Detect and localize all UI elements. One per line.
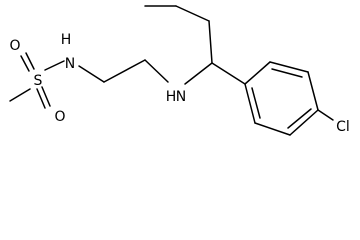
bond-propyl-1-2 [175,5,210,22]
bond-s-o-bottom-b [41,86,51,107]
ring-bond-6 [244,83,256,124]
bond-methyl-s [9,88,31,102]
bond-ch-propyl-1 [208,20,213,64]
bond-s-o-bottom-a [36,88,46,109]
ring-bond-5 [254,122,291,136]
ring-double-1 [271,68,303,78]
bond-s-o-left-b [25,52,35,70]
bond-ring-cl [317,109,334,121]
atom-sulfonamide-nitrogen: N [65,56,75,72]
ring-bond-3 [307,71,319,111]
bond-ch2-ch2 [103,59,146,83]
bond-ch2-nh [144,59,169,83]
bond-s-n [44,60,65,71]
atom-chlorine: Cl [336,119,350,135]
bond-ch-ring [211,62,246,85]
molecule-structure: S O O H N H N Cl [9,5,350,136]
bond-n-ch2 [78,65,105,83]
ring-bond-4 [289,109,319,136]
bond-nh-ch [184,62,213,85]
ring-bond-2 [269,61,309,73]
atom-oxygen-left: O [9,38,20,54]
ring-bond-1 [244,61,271,85]
atom-oxygen-bottom: O [54,109,65,125]
atom-sulfonamide-hydrogen: H [61,32,72,48]
bond-s-o-left-a [20,55,30,72]
atom-amine-nitrogen: N [176,89,186,105]
ring-double-3 [251,87,261,119]
ring-double-2 [287,108,312,129]
atom-amine-hydrogen: H [166,89,177,105]
atom-sulfur: S [34,73,43,89]
